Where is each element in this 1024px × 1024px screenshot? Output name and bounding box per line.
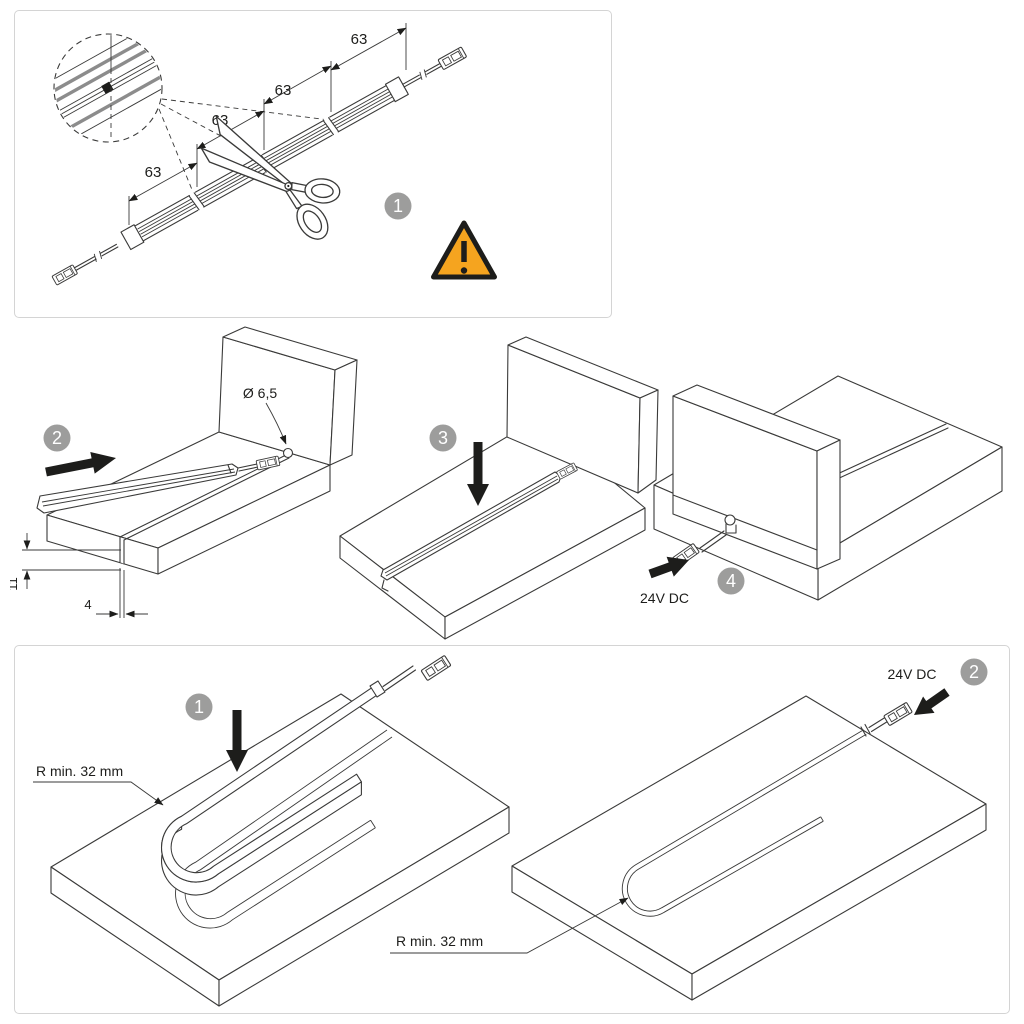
svg-text:2: 2 (52, 428, 62, 448)
radius-label: R min. 32 mm (396, 933, 483, 949)
direction-arrow-icon (648, 556, 689, 579)
step-badge: 2 (960, 658, 988, 686)
direction-arrow-icon (914, 688, 950, 715)
led-strip (380, 462, 579, 592)
step-badge: 3 (429, 424, 457, 452)
radius-callout: R min. 32 mm (390, 897, 629, 954)
cutting-diagram: 63 63 63 63 (51, 23, 497, 286)
install-steps-row: Ø 6,5 11 4 2 (10, 322, 1014, 647)
cutting-step-panel: 63 63 63 63 (14, 10, 612, 318)
strip-end-cap (369, 680, 386, 698)
radius-callout: R min. 32 mm (33, 763, 164, 806)
scissors-icon (200, 115, 341, 240)
svg-text:4: 4 (726, 571, 736, 591)
connector-plug-icon (883, 701, 913, 727)
bent-led-strip (161, 654, 452, 896)
step3-press-diagram: 3 (339, 336, 659, 640)
warning-icon (431, 220, 497, 280)
step-badge: 2 (43, 424, 71, 452)
power-label: 24V DC (887, 666, 936, 682)
strip-end-cap (120, 224, 145, 251)
step-badge: 4 (717, 567, 745, 595)
dim-label-63: 63 (145, 164, 162, 181)
svg-text:2: 2 (969, 662, 979, 682)
bend-step1-diagram: 1 R min. 32 mm (33, 654, 510, 1007)
step-badge: 1 (384, 192, 412, 220)
width-label: 4 (84, 597, 91, 612)
bend-step2-diagram: 24V DC 2 R min. 32 mm (390, 658, 988, 1001)
dimension-11: 11 (10, 533, 121, 591)
step4-connect-diagram: 24V DC 4 (640, 375, 1003, 606)
dim-label-63: 63 (351, 31, 368, 48)
svg-text:1: 1 (194, 697, 204, 717)
connector-plug-icon (51, 264, 79, 286)
direction-arrow-icon (467, 442, 489, 506)
direction-arrow-icon (45, 452, 116, 477)
strip-end-cap (384, 76, 409, 103)
cut-point-marker (101, 81, 114, 94)
led-strip (36, 455, 281, 514)
dimension-4: 4 (84, 568, 148, 618)
svg-text:3: 3 (438, 428, 448, 448)
dim-label-63: 63 (275, 82, 292, 99)
cable-hole (724, 514, 736, 526)
hole-diameter-label: Ø 6,5 (243, 385, 277, 401)
direction-arrow-icon (226, 710, 248, 772)
connector-plug-icon (420, 654, 452, 682)
power-label: 24V DC (640, 590, 689, 606)
detail-circle (53, 33, 163, 143)
cable-hole (282, 447, 294, 459)
step2-insert-diagram: Ø 6,5 11 4 2 (10, 326, 358, 618)
bending-diagrams: 1 R min. 32 mm 24V (33, 654, 988, 1007)
witness-lines (128, 23, 407, 225)
bending-step-panel: 1 R min. 32 mm 24V (14, 645, 1010, 1014)
step-badge: 1 (185, 693, 213, 721)
depth-label: 11 (10, 577, 20, 591)
connector-plug-icon (437, 46, 468, 71)
groove (819, 423, 947, 483)
radius-label: R min. 32 mm (36, 763, 123, 779)
install-diagrams: Ø 6,5 11 4 2 (10, 326, 1003, 640)
step-badge-number: 1 (393, 196, 403, 216)
